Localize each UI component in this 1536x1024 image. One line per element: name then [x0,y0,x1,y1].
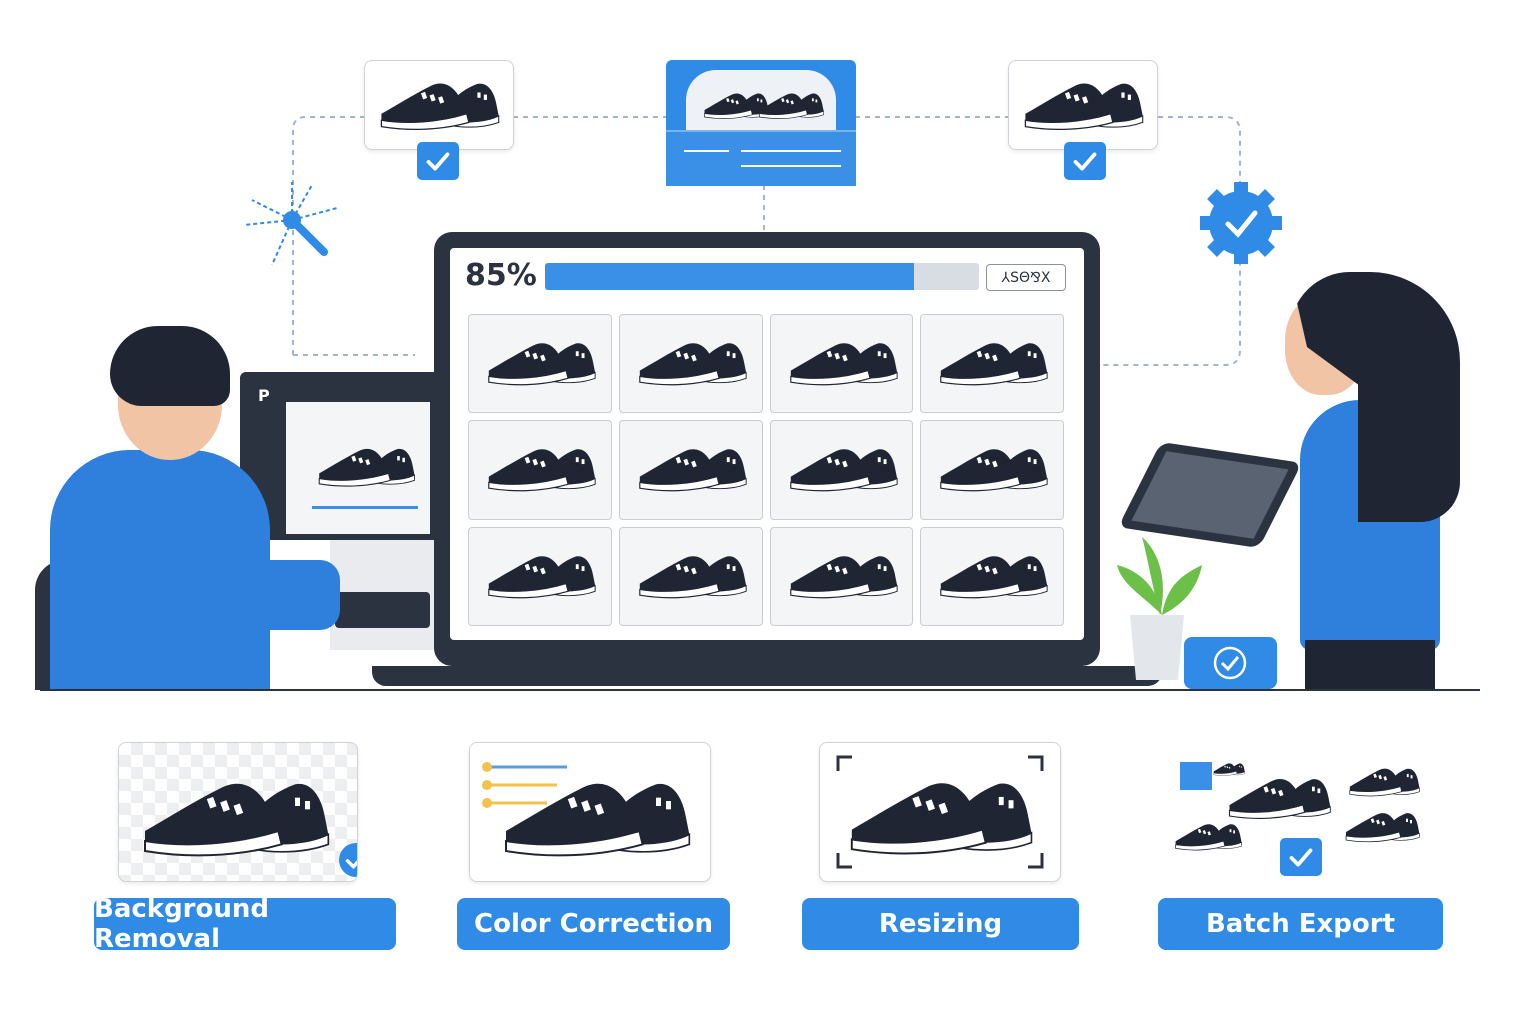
man-arm [230,560,340,630]
top-processed-card-right [1008,60,1158,150]
shoe-thumbnail[interactable] [468,420,612,520]
shoe-icon [935,435,1051,495]
shoe-thumbnail[interactable] [618,420,763,520]
eraser-check-icon [339,843,357,877]
shoe-icon [1342,804,1422,844]
batch-export-button[interactable]: Batch Export [1158,898,1443,950]
feature-card-color-correction [469,742,711,882]
shoe-icon [1224,766,1334,822]
progress-bar [545,263,979,290]
feature-card-batch-export [1172,756,1424,860]
shoe-icon [483,435,599,495]
thumbnail-grid [468,314,1064,626]
check-icon [1064,142,1106,180]
shoe-icon [496,761,696,861]
shoe-icon [483,329,599,389]
progress-percent: 85% [465,258,537,293]
color-correction-button[interactable]: Color Correction [457,898,730,950]
resizing-button[interactable]: Resizing [802,898,1079,950]
shoe-thumbnail[interactable] [769,420,914,520]
background-removal-button[interactable]: Background Removal [94,894,396,954]
shoe-thumbnail[interactable] [468,314,612,414]
shoe-thumbnail[interactable] [920,526,1064,626]
shoe-thumbnail[interactable] [618,526,763,626]
feature-card-background-removal [118,742,358,882]
shoe-icon [375,67,503,135]
shoe-icon [842,761,1038,859]
shoe-icon [785,329,901,389]
shoe-icon [1346,760,1422,798]
floor-line [40,689,1480,691]
checkbox-icon [1280,838,1322,876]
shoe-icon [634,329,750,389]
gear-check-icon [1200,182,1282,264]
top-processed-card-left [364,60,514,150]
shoe-icon [785,435,901,495]
shoe-icon [756,82,826,124]
shoe-icon [634,435,750,495]
shoe-thumbnail[interactable] [920,314,1064,414]
shoe-icon [135,761,335,861]
shoe-icon [483,542,599,602]
cancel-button[interactable]: ⅄ЅΘ⅋X [986,264,1066,291]
keyboard [335,592,430,628]
plant-icon [1117,537,1202,680]
resize-corners-icon [836,755,1044,869]
shoe-icon [935,542,1051,602]
shoe-thumbnail[interactable] [769,314,914,414]
shoe-thumbnail[interactable] [920,420,1064,520]
shoe-icon [314,434,418,492]
sliders-icon [482,762,567,808]
app-logo-icon: P [258,386,270,405]
shoe-thumbnail[interactable] [618,314,763,414]
upload-box [666,60,856,186]
shoe-icon [785,542,901,602]
woman-pants [1305,640,1435,690]
man-hair [110,326,230,406]
shoe-icon [935,329,1051,389]
check-icon [417,142,459,180]
magic-wand-icon [243,182,338,266]
laptop-base [372,666,1162,686]
shoe-thumbnail[interactable] [769,526,914,626]
check-circle-icon [1213,646,1247,680]
progress-fill [545,263,914,290]
shoe-icon [1172,816,1244,852]
shoe-thumbnail[interactable] [468,526,612,626]
feature-card-resizing [819,742,1061,882]
shoe-icon [1019,67,1147,135]
shoe-icon [634,542,750,602]
desktop-monitor: P [240,372,440,540]
complete-check-button[interactable] [1184,637,1277,689]
